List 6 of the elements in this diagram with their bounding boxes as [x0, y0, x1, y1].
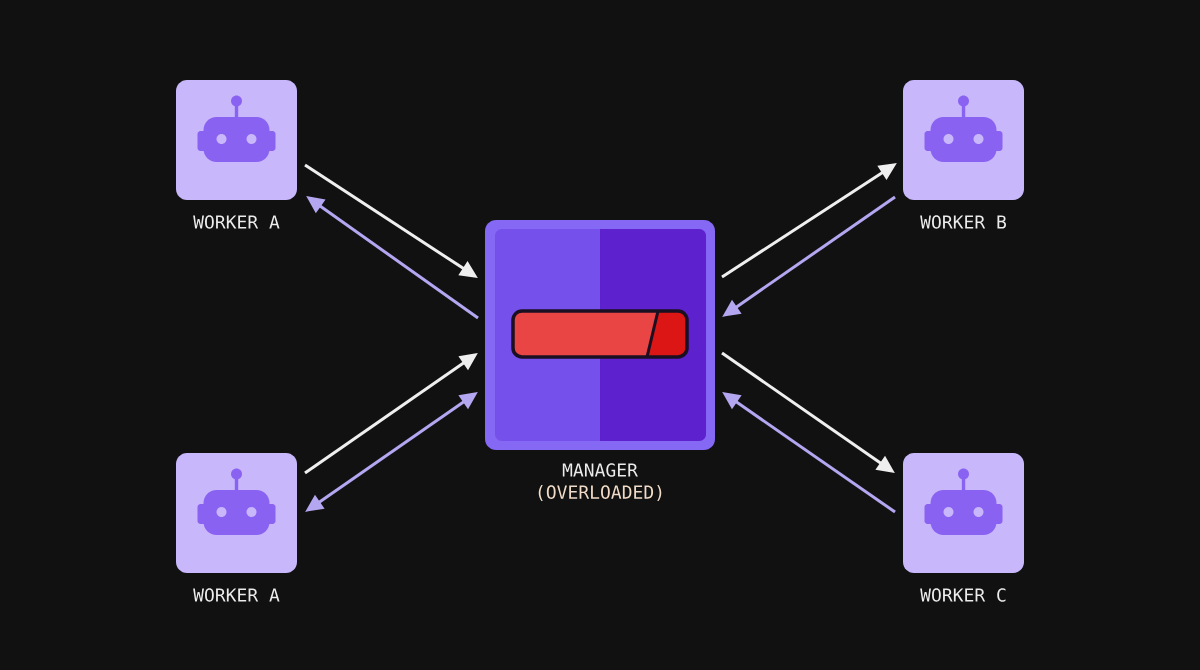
node-label: WORKER A	[193, 588, 280, 602]
node-label: MANAGER	[562, 463, 638, 477]
node-label: (OVERLOADED)	[538, 485, 662, 501]
node-label: WORKER A	[193, 215, 280, 229]
node-label: WORKER C	[920, 588, 1006, 602]
node-label: WORKER B	[920, 215, 1006, 229]
